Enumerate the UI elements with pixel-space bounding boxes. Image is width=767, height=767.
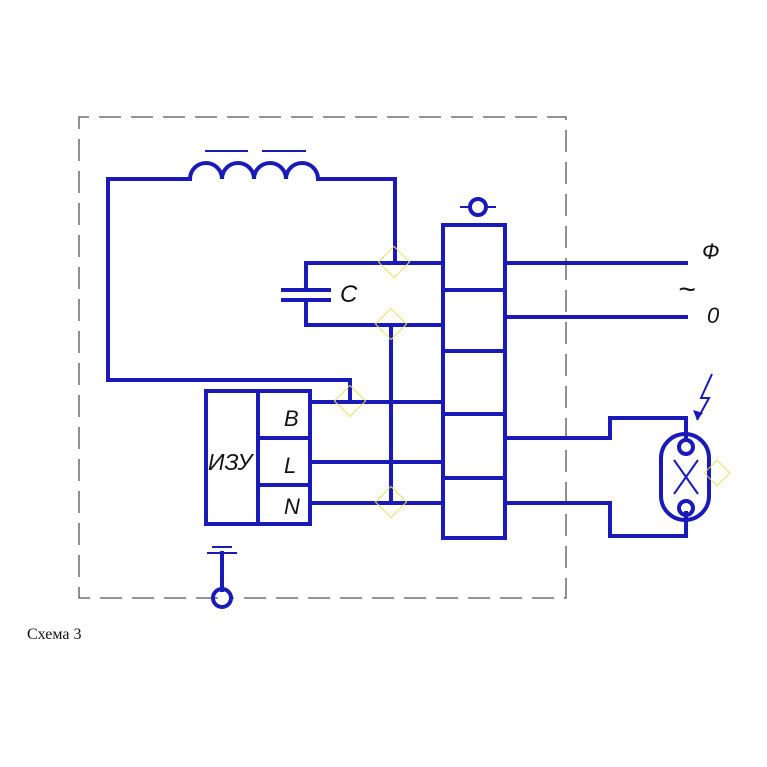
mains-supply: Ф ~ 0: [503, 239, 720, 328]
lightning-arrowhead-icon: [693, 410, 703, 420]
diagram-caption: Схема 3: [27, 626, 82, 643]
phase-label: Ф: [702, 239, 720, 264]
terminal-l-label: L: [284, 453, 296, 478]
discharge-lamp: [503, 373, 713, 538]
igniter-label: ИЗУ: [208, 449, 255, 475]
terminal-block-ground-symbol: [468, 197, 488, 217]
ballast-inductor: [106, 150, 397, 382]
capacitor: C: [281, 261, 445, 327]
lamp-electrode-top: [677, 438, 695, 456]
lamp-electrode-bottom: [677, 499, 695, 517]
ac-symbol-label: ~: [678, 273, 696, 306]
housing-frame: [78, 116, 567, 599]
ground-terminal-icon: [211, 587, 233, 609]
igniter-block: ИЗУ B L N: [204, 389, 312, 526]
inductor-to-igniter-wire: [106, 378, 352, 404]
terminal-n-label: N: [284, 494, 300, 519]
terminal-block: [441, 197, 507, 540]
lamp-bulb: [659, 432, 711, 522]
ground-symbol: [207, 546, 237, 609]
capacitor-label: C: [340, 281, 358, 308]
lightning-arrow-icon: [696, 373, 713, 421]
neutral-label: 0: [707, 303, 720, 328]
junction-markers: [333, 245, 731, 519]
terminal-b-label: B: [284, 406, 299, 431]
